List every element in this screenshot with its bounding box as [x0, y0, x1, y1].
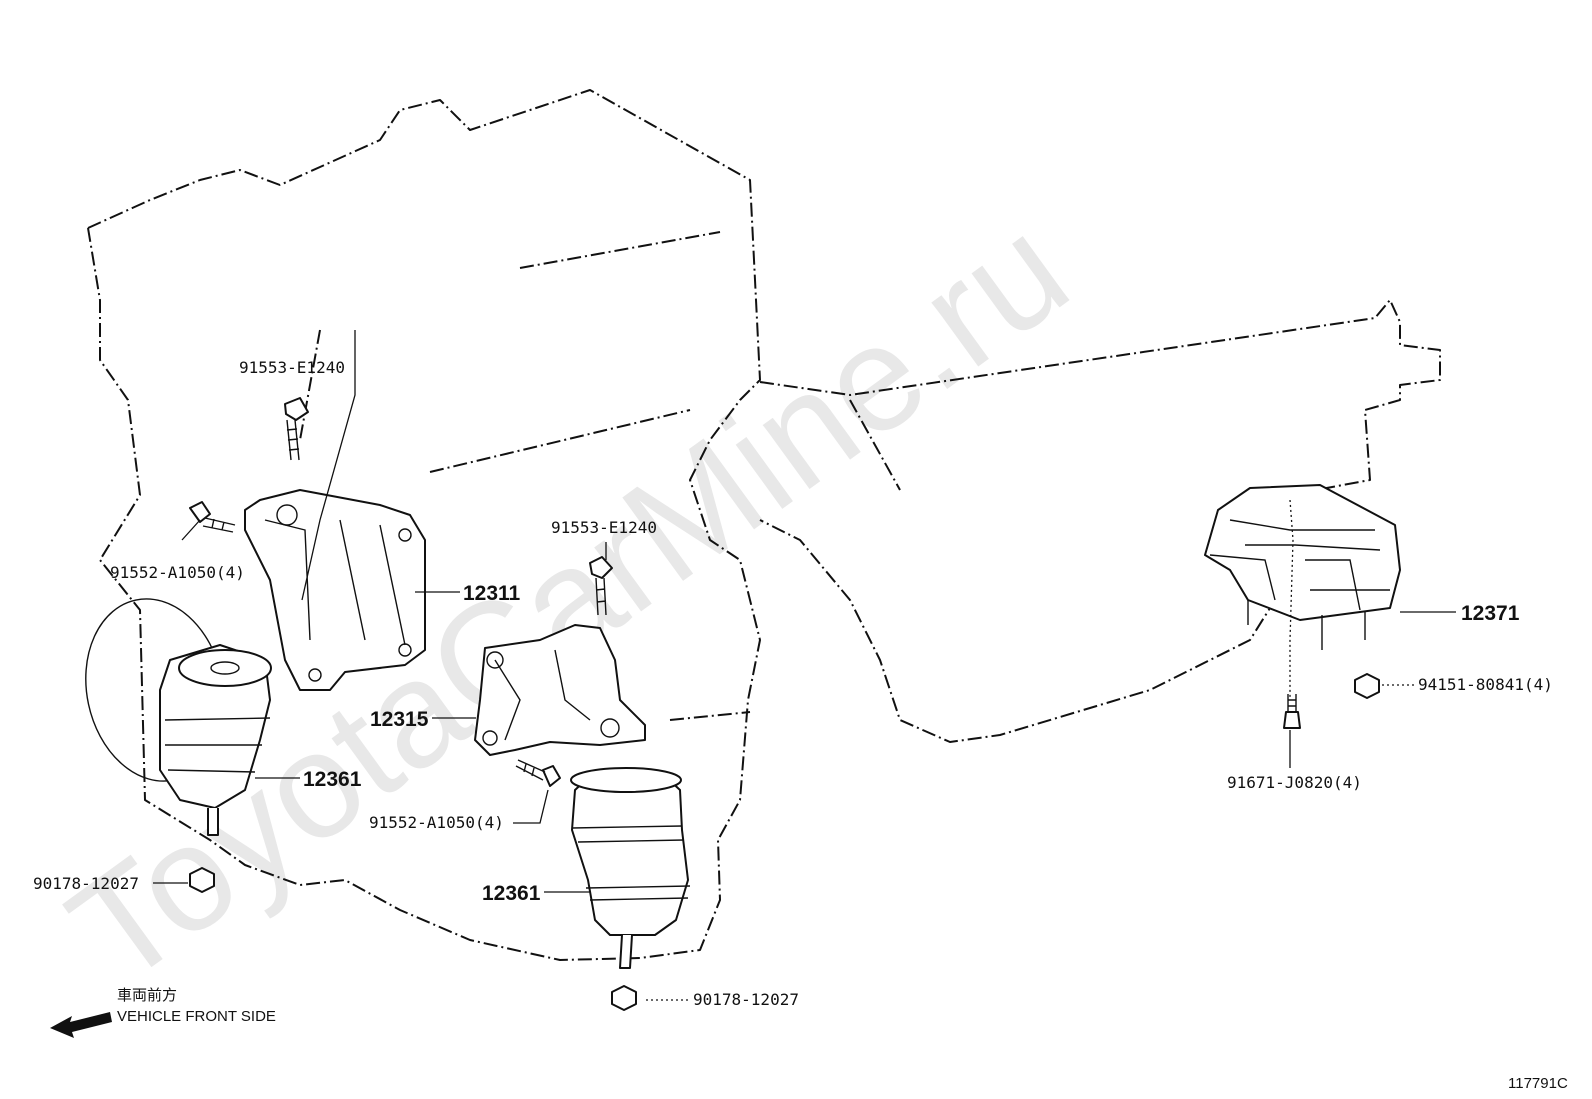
callout-bracket-left: 12311 [463, 582, 521, 605]
front-direction-arrow-icon [50, 1012, 112, 1038]
nut-center-icon [611, 985, 637, 1011]
callout-bolt-top-left: 91553-E1240 [239, 358, 345, 377]
engine-inner-line-2 [429, 409, 691, 473]
insulator-left-12361 [159, 644, 272, 836]
bolt-top-center-icon [589, 556, 613, 616]
bracket-12311 [244, 489, 426, 691]
callout-nut-left: 90178-12027 [33, 874, 139, 893]
callout-rear-mount: 12371 [1461, 602, 1520, 625]
bolt-center-icon [515, 759, 561, 787]
engine-inner-line-3 [669, 711, 751, 721]
callout-bolt-top-center: 91553-E1240 [551, 518, 657, 537]
callout-bracket-center: 12315 [370, 708, 429, 731]
engine-outline [87, 89, 761, 961]
figure-id: 117791C [1508, 1075, 1568, 1092]
direction-label-japanese: 車両前方 [117, 987, 177, 1004]
direction-label-english: VEHICLE FRONT SIDE [117, 1008, 276, 1025]
nut-left-icon [189, 867, 215, 893]
engine-inner-line-4 [299, 329, 321, 441]
rear-mount-axis [1289, 499, 1294, 700]
bolt-top-left-icon [284, 397, 309, 461]
engine-inner-line-1 [519, 231, 721, 269]
callout-insulator-left: 12361 [303, 768, 362, 791]
callout-insulator-center: 12361 [482, 882, 541, 905]
callout-bolt-rear: 91671-J0820(4) [1227, 773, 1362, 792]
callout-bolt-center: 91552-A1050(4) [369, 813, 504, 832]
nut-rear-icon [1354, 673, 1380, 699]
callout-nut-rear: 94151-80841(4) [1418, 675, 1553, 694]
callout-bolt-left: 91552-A1050(4) [110, 563, 245, 582]
bolt-left-icon [189, 501, 236, 533]
insulator-center-12361 [570, 767, 691, 969]
transmission-inner-line [849, 399, 901, 491]
callout-nut-center: 90178-12027 [693, 990, 799, 1009]
transmission-outline [759, 299, 1441, 743]
bolt-rear-icon [1283, 694, 1301, 729]
rear-mount-12371 [1204, 484, 1401, 650]
